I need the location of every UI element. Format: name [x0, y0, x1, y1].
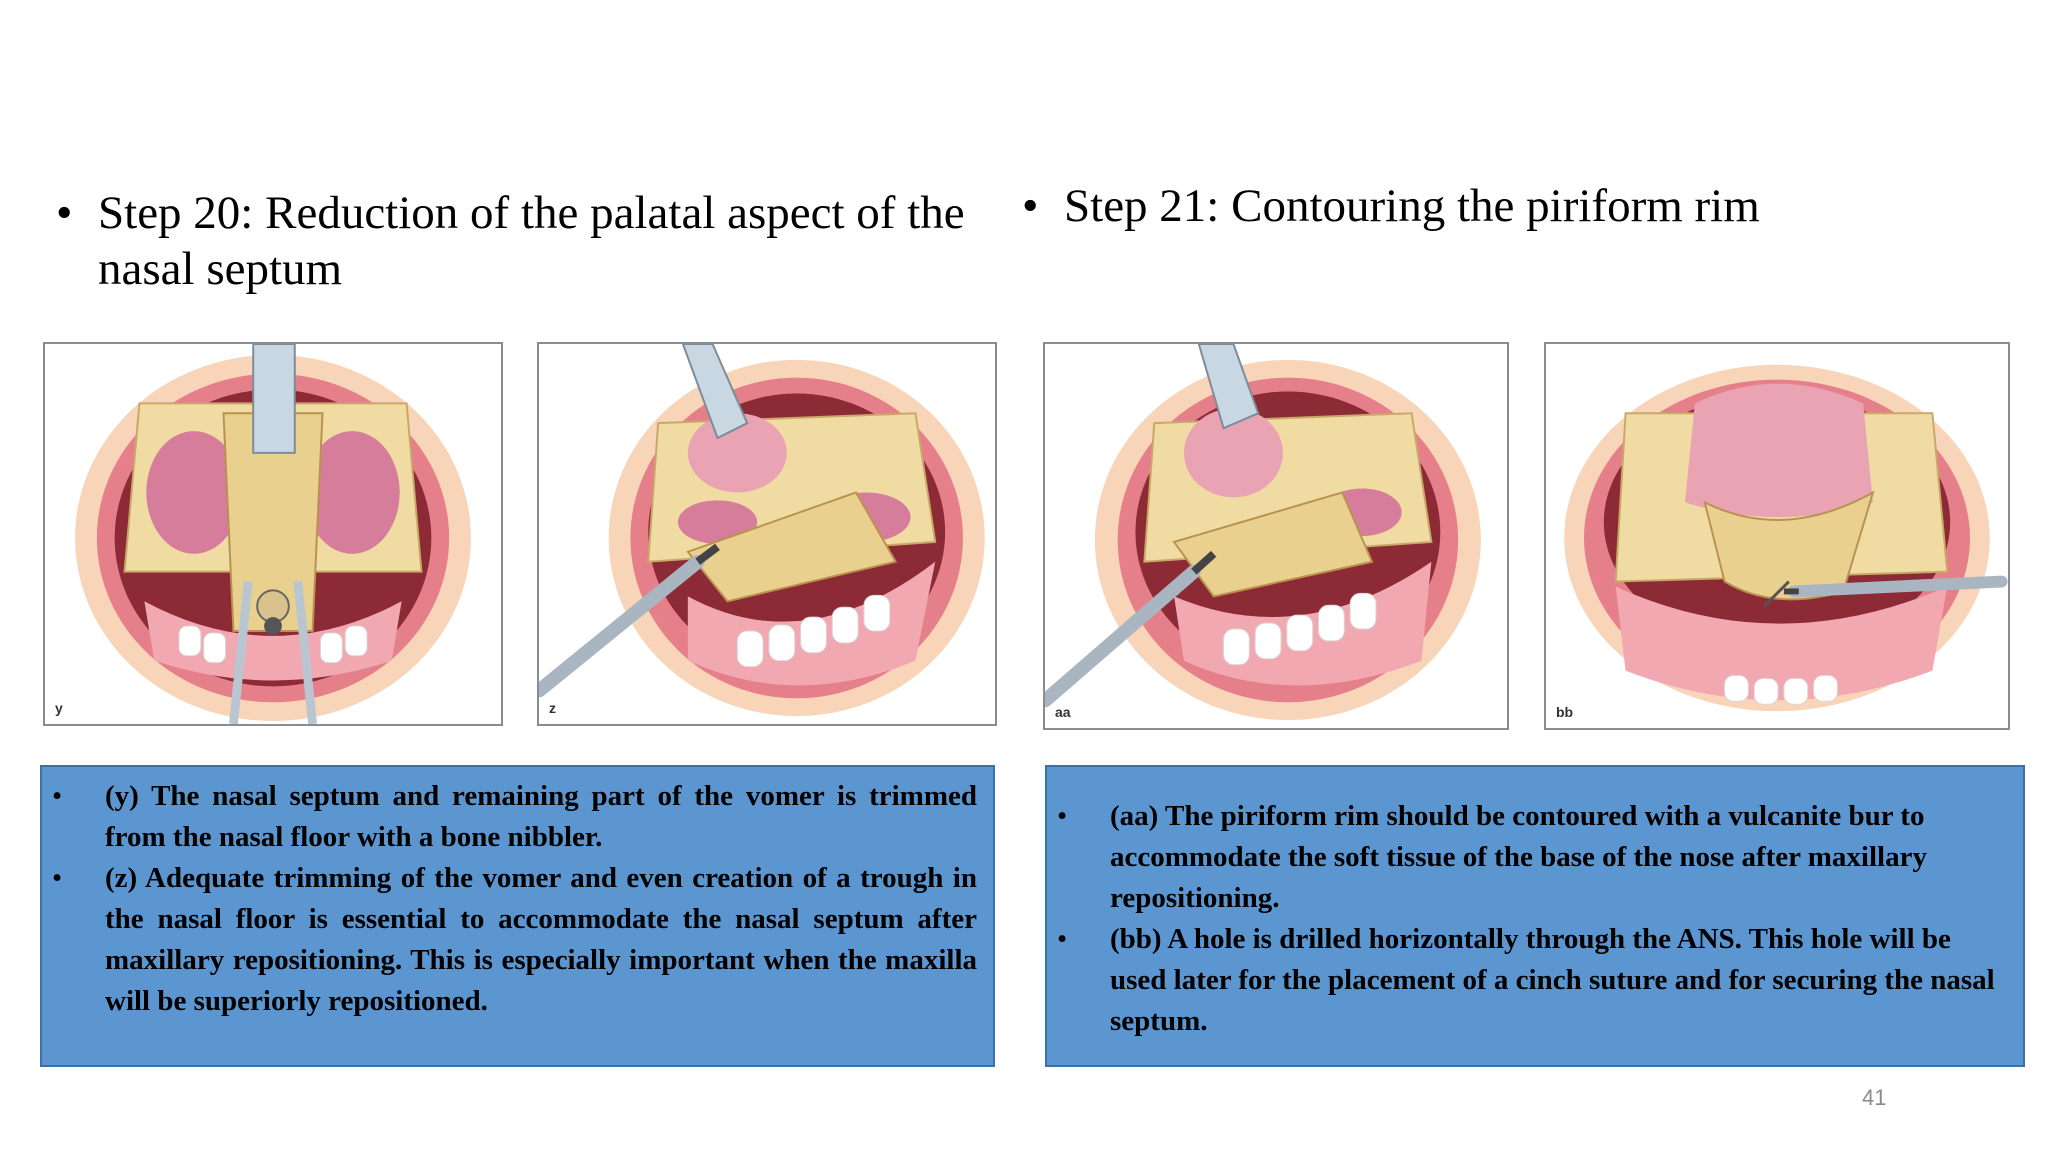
page-number: 41: [1862, 1085, 1887, 1110]
step-21-heading: • Step 21: Contouring the piriform rim: [1022, 178, 1922, 234]
illustration-panel-y: y: [43, 342, 503, 726]
caption-text-y: (y) The nasal septum and remaining part …: [105, 780, 977, 853]
caption-bullet: •: [52, 862, 63, 894]
caption-text-bb: (bb) A hole is drilled horizontally thro…: [1110, 923, 1995, 1037]
caption-text-z: (z) Adequate trimming of the vomer and e…: [105, 862, 977, 1017]
panel-label-y: y: [55, 700, 63, 716]
illustration-y-drawing: [75, 344, 471, 724]
step-20-heading: • Step 20: Reduction of the palatal aspe…: [56, 185, 996, 297]
illustration-panel-z: z: [537, 342, 997, 726]
step-20-caption-box: • (y) The nasal septum and remaining par…: [40, 765, 995, 1067]
caption-bullet: •: [1057, 800, 1068, 832]
step-20-heading-text: Step 20: Reduction of the palatal aspect…: [98, 187, 965, 295]
caption-bullet: •: [52, 780, 63, 812]
illustration-bb-drawing: [1564, 364, 2008, 712]
caption-bullet: •: [1057, 923, 1068, 955]
panel-label-bb: bb: [1556, 704, 1574, 720]
panel-label-aa: aa: [1055, 704, 1071, 720]
step-21-caption-box: • (aa) The piriform rim should be contou…: [1045, 765, 2025, 1067]
illustration-aa-drawing: [1045, 344, 1481, 721]
heading-bullet: •: [56, 187, 73, 239]
caption-item-bb: • (bb) A hole is drilled horizontally th…: [1047, 919, 2007, 1042]
panel-label-z: z: [549, 700, 556, 716]
illustration-panel-bb: bb: [1544, 342, 2010, 730]
caption-text-aa: (aa) The piriform rim should be contoure…: [1110, 800, 1927, 914]
step-21-heading-text: Step 21: Contouring the piriform rim: [1064, 180, 1760, 232]
caption-item-z: • (z) Adequate trimming of the vomer and…: [42, 858, 977, 1022]
caption-item-aa: • (aa) The piriform rim should be contou…: [1047, 796, 2007, 919]
illustration-panel-aa: aa: [1043, 342, 1509, 730]
step-21-caption-list: • (aa) The piriform rim should be contou…: [1047, 796, 2007, 1042]
heading-bullet: •: [1022, 180, 1039, 232]
step-20-caption-list: • (y) The nasal septum and remaining par…: [42, 776, 977, 1022]
illustration-z-drawing: [539, 344, 985, 717]
caption-item-y: • (y) The nasal septum and remaining par…: [42, 776, 977, 858]
